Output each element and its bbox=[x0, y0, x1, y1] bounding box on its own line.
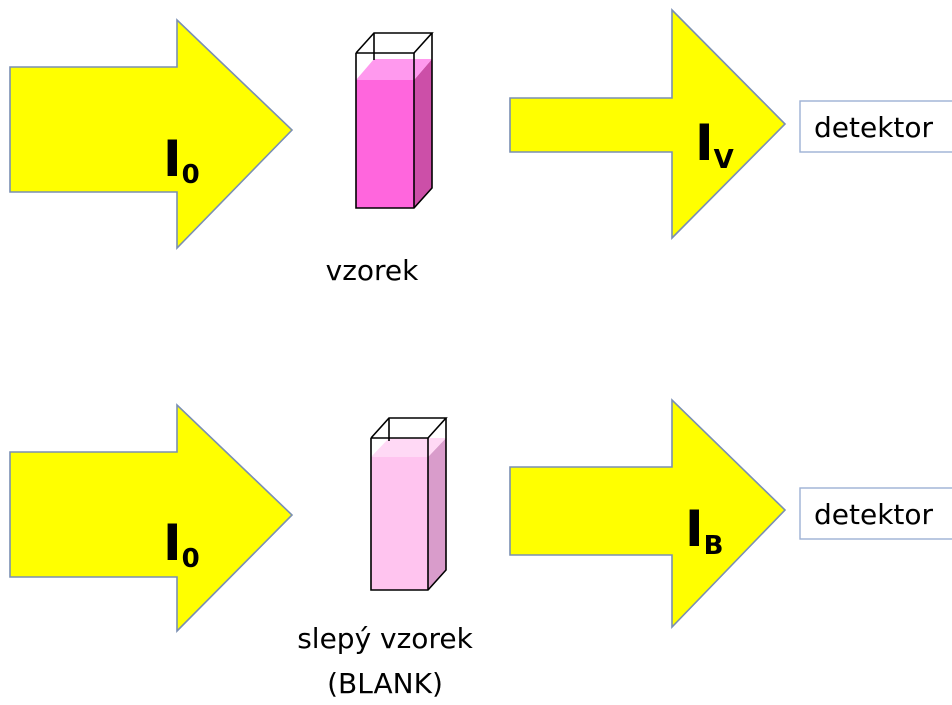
cuvette-liquid-side bbox=[414, 59, 432, 208]
transmitted-intensity-label: IV bbox=[695, 114, 734, 175]
incident-intensity-label: I0 bbox=[163, 514, 200, 574]
cuvette-liquid-top bbox=[356, 59, 432, 80]
cuvette-liquid-front bbox=[356, 80, 414, 208]
cuvette-liquid-side bbox=[428, 438, 446, 590]
blank-cuvette bbox=[370, 417, 448, 591]
cuvette-liquid-front bbox=[371, 457, 428, 590]
blank-caption-line-2: (BLANK) bbox=[327, 667, 443, 700]
sample-cuvette bbox=[355, 32, 434, 209]
transmitted-intensity-label: IB bbox=[685, 500, 723, 561]
blank-caption-line-1: slepý vzorek bbox=[297, 622, 473, 655]
detector-box bbox=[799, 100, 952, 153]
incident-beam-arrow bbox=[9, 18, 294, 250]
transmitted-beam-arrow bbox=[509, 398, 787, 629]
sample-caption: vzorek bbox=[326, 254, 420, 287]
detector-label: detektor bbox=[814, 111, 934, 144]
incident-beam-arrow bbox=[9, 403, 294, 633]
blank-row: I0 slepý vzorek (BLANK) IB detektor bbox=[9, 398, 952, 700]
transmitted-beam-arrow bbox=[509, 8, 787, 240]
detector-label: detektor bbox=[814, 498, 934, 531]
detector-box bbox=[799, 487, 952, 540]
sample-row: I0 vzorek IV detektor bbox=[9, 8, 952, 287]
incident-intensity-label: I0 bbox=[163, 130, 200, 190]
